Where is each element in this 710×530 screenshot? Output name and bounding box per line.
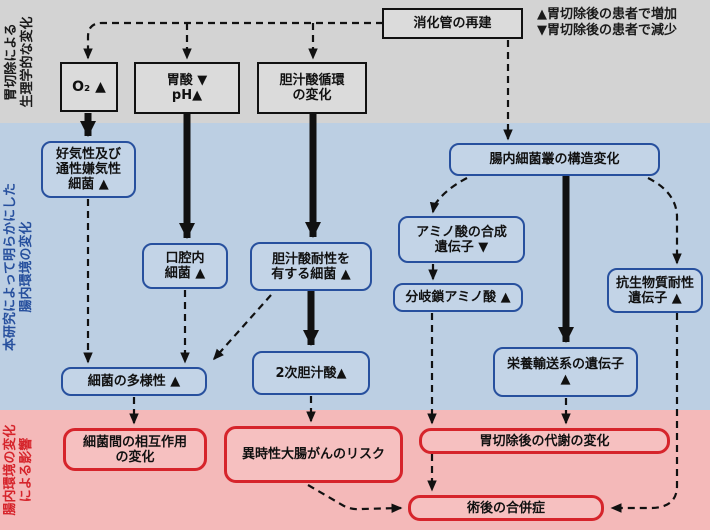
- node-digestive-tract-reconstruction: 消化管の再建: [382, 8, 523, 39]
- node-bile-acid-circulation: 胆汁酸循環 の変化: [257, 62, 367, 114]
- node-metachronous-colorectal-cancer-risk: 異時性大腸がんのリスク: [224, 426, 403, 483]
- node-text: 遺伝子 ▲: [628, 290, 682, 306]
- arrow-antibiotic-to-complications: [610, 313, 679, 513]
- node-text: の変化: [115, 449, 155, 465]
- node-text: 細菌 ▲: [164, 266, 206, 281]
- node-text: 胃酸 ▼: [166, 73, 208, 88]
- node-amino-acid-synthesis-genes: アミノ酸の合成 遺伝子 ▼: [398, 216, 525, 263]
- node-text: の変化: [292, 88, 332, 103]
- node-text: 腸内細菌叢の構造変化: [489, 152, 620, 167]
- node-text: 栄養輸送系の遺伝子: [506, 357, 624, 372]
- node-text: 消化管の再建: [413, 16, 492, 31]
- band-label-intestinal: 本研究によって明らかにした 腸内環境の変化: [3, 176, 35, 358]
- node-aerobic-facultative-bacteria: 好気性及び 通性嫌気性 細菌 ▲: [41, 141, 136, 198]
- band-label-physiological: 胃切除による 生理学的な変化: [4, 6, 36, 118]
- node-text: 遺伝子 ▼: [434, 239, 489, 255]
- node-post-gastrectomy-metabolic-changes: 胃切除後の代謝の変化: [419, 428, 670, 454]
- legend-increase: ▲胃切除後の患者で増加: [537, 7, 677, 22]
- node-text: pH▲: [171, 88, 203, 103]
- arrow-microbiota-to-amino: [429, 177, 468, 214]
- node-text: 抗生物質耐性: [615, 275, 694, 291]
- legend: ▲胃切除後の患者で増加 ▼胃切除後の患者で減少: [537, 7, 677, 39]
- node-branched-chain-amino-acids: 分岐鎖アミノ酸 ▲: [393, 283, 523, 312]
- node-antibiotic-resistance-genes: 抗生物質耐性 遺伝子 ▲: [607, 268, 703, 313]
- node-text: 胃切除後の代謝の変化: [479, 433, 610, 449]
- node-text: 細菌の多様性 ▲: [87, 374, 181, 389]
- node-text: 有する細菌 ▲: [271, 266, 351, 282]
- node-text: 細菌間の相互作用: [82, 434, 187, 450]
- node-oral-bacteria: 口腔内 細菌 ▲: [142, 243, 228, 289]
- node-bacterial-interaction-change: 細菌間の相互作用 の変化: [63, 428, 207, 471]
- node-text: 胆汁酸耐性を: [271, 251, 350, 267]
- node-text: 異時性大腸がんのリスク: [241, 447, 385, 462]
- node-text: 好気性及び: [55, 147, 121, 162]
- band-label-line: 本研究によって明らかにした: [3, 183, 18, 351]
- node-nutrient-transport-genes: 栄養輸送系の遺伝子 ▲: [493, 347, 638, 397]
- node-postoperative-complications: 術後の合併症: [408, 495, 604, 521]
- band-label-line: 胃切除による: [4, 23, 19, 101]
- node-gastric-acid-ph: 胃酸 ▼ pH▲: [134, 62, 240, 114]
- node-text: 2次胆汁酸▲: [275, 365, 347, 381]
- node-text: 術後の合併症: [466, 500, 545, 516]
- node-text: 分岐鎖アミノ酸 ▲: [405, 290, 511, 305]
- node-secondary-bile-acids: 2次胆汁酸▲: [252, 351, 370, 395]
- node-text: 胆汁酸循環: [279, 73, 345, 88]
- node-bile-resistant-bacteria: 胆汁酸耐性を 有する細菌 ▲: [250, 242, 372, 291]
- arrow-bileres-to-diversity: [213, 294, 272, 361]
- arrow-microbiota-to-antibiotic: [647, 177, 682, 265]
- node-text: アミノ酸の合成: [416, 224, 507, 240]
- band-label-impact: 腸内環境の変化 による影響: [3, 414, 35, 526]
- node-text: 口腔内: [165, 251, 205, 266]
- band-label-line: による影響: [19, 437, 34, 503]
- node-text: 細菌 ▲: [68, 177, 109, 192]
- arrow-reconstruction-to-o2: [83, 21, 383, 60]
- node-text: O₂ ▲: [72, 78, 106, 95]
- node-text: ▲: [560, 372, 571, 387]
- legend-decrease: ▼胃切除後の患者で減少: [537, 23, 677, 38]
- node-text: 通性嫌気性: [55, 162, 121, 177]
- arrow-cancer-to-complications: [307, 484, 403, 513]
- band-label-line: 腸内環境の変化: [19, 221, 34, 313]
- node-bacterial-diversity: 細菌の多様性 ▲: [61, 367, 207, 396]
- node-microbiota-structure-change: 腸内細菌叢の構造変化: [449, 143, 660, 176]
- node-oxygen: O₂ ▲: [60, 62, 118, 112]
- band-label-line: 生理学的な変化: [20, 16, 35, 108]
- band-label-line: 腸内環境の変化: [3, 424, 18, 516]
